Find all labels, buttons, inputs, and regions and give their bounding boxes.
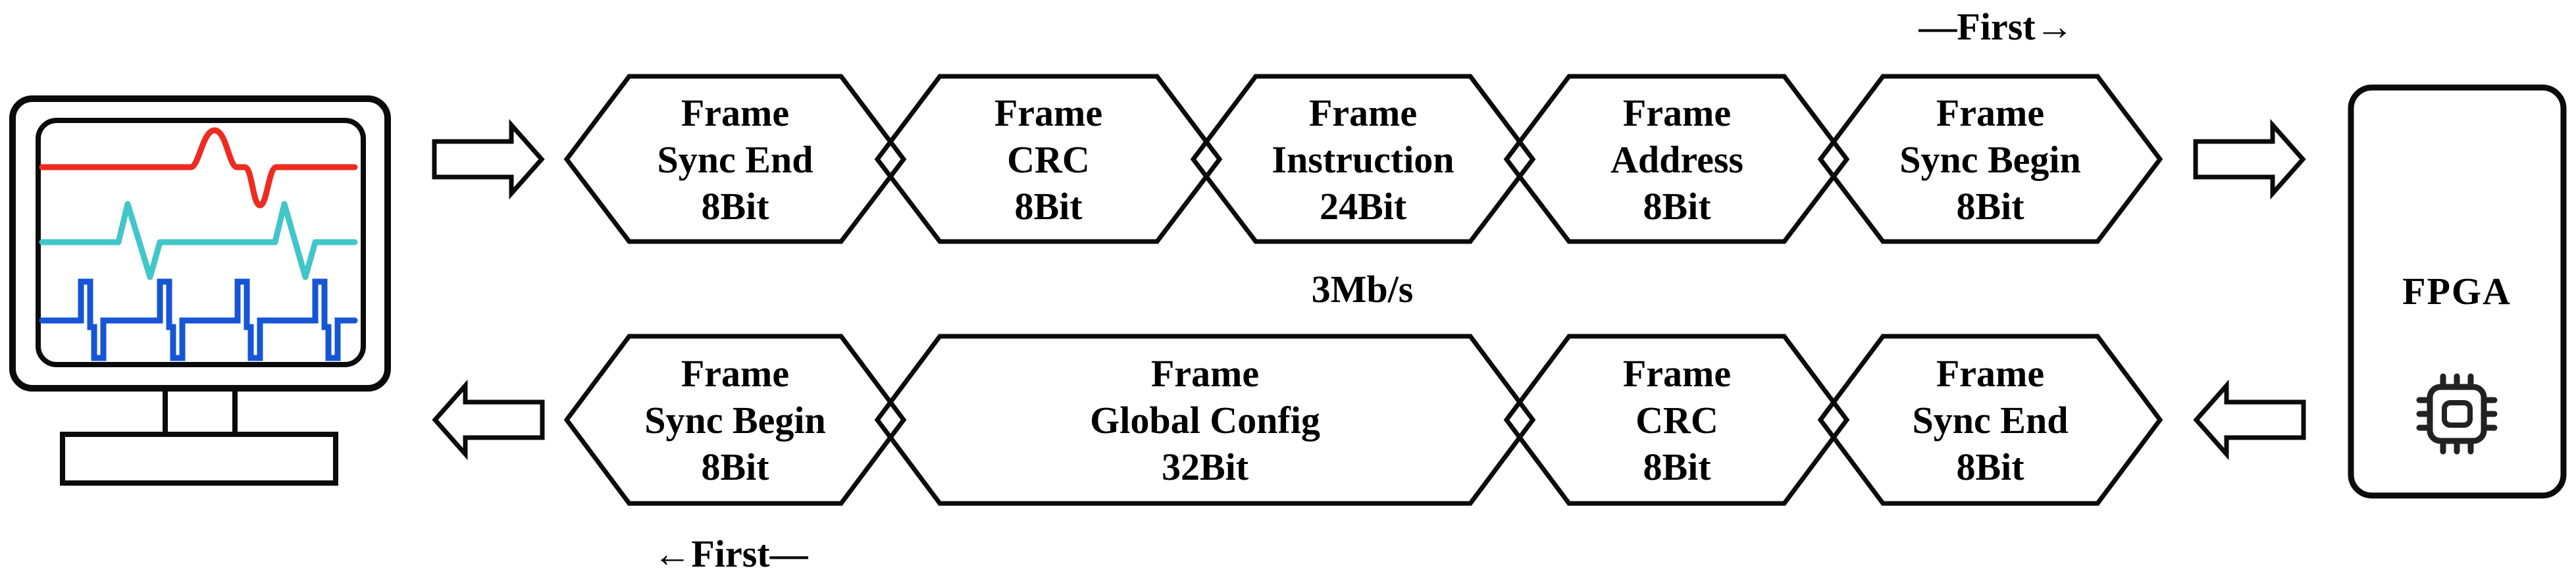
frame-field: CRC [1007,138,1090,181]
frame-hexagon-address-tx [1503,74,1850,244]
frame-label-sync-end-rx: Frame Sync End 8Bit [1852,350,2128,490]
frame-bits: 8Bit [701,446,769,488]
frame-field: Sync Begin [644,399,826,442]
first-direction-label-top: —First→ [1919,5,2074,48]
frame-label-crc-rx: Frame CRC 8Bit [1539,350,1815,490]
frame-title: Frame [994,91,1103,134]
frame-label-global-config-rx: Frame Global Config 32Bit [1067,350,1343,490]
arrow-right-frames-to-fpga-icon [2193,118,2306,200]
frame-label-crc-tx: Frame CRC 8Bit [910,89,1187,230]
frame-hexagon-sync-begin-rx [563,334,907,506]
chip-core-window [2442,400,2473,428]
monitor-stand-base [60,432,338,486]
frame-title: Frame [1308,91,1418,134]
frame-field: Global Config [1090,399,1320,442]
bitrate-label: 3Mb/s [1311,268,1414,311]
frame-field: Instruction [1272,138,1455,181]
frame-field: Sync Begin [1899,138,2081,181]
waveform-red [39,127,358,209]
frame-field: Sync End [657,138,813,181]
frame-bits: 8Bit [1643,446,1711,488]
chip-icon [2416,373,2498,455]
frame-label-address-tx: Frame Address 8Bit [1539,89,1815,230]
frame-bits: 8Bit [1643,185,1711,228]
first-direction-label-bottom: ←First— [653,532,808,575]
frame-label-sync-begin-rx: Frame Sync Begin 8Bit [597,350,873,490]
waveform-blue [39,278,358,361]
frame-hexagon-crc-tx [874,74,1223,244]
frame-bits: 32Bit [1161,446,1249,488]
frame-label-instruction-tx: Frame Instruction 24Bit [1225,89,1501,230]
monitor-stand-neck [163,382,238,439]
frame-hexagon-sync-end-tx [563,74,907,244]
frame-field: Sync End [1912,399,2069,442]
frame-bits: 8Bit [701,185,769,228]
frame-title: Frame [1936,352,2045,395]
arrow-right-monitor-to-frames-icon [432,118,545,200]
frame-hexagon-sync-begin-tx [1817,74,2163,244]
frame-bits: 24Bit [1319,185,1407,228]
frame-title: Frame [1150,352,1260,395]
frame-bits: 8Bit [1014,185,1083,228]
arrow-left-frames-to-monitor-icon [432,379,545,461]
frame-title: Frame [1936,91,2045,134]
frame-hexagon-sync-end-rx [1817,334,2163,506]
frame-hexagon-instruction-tx [1190,74,1536,244]
frame-title: Frame [681,91,790,134]
frame-bits: 8Bit [1956,185,2024,228]
fpga-box [2348,84,2567,499]
frame-title: Frame [681,352,790,395]
waveform-cyan [39,201,358,280]
frame-hexagon-global-config-rx [874,334,1536,506]
frame-hexagon-crc-rx [1503,334,1850,506]
chip-body [2427,384,2487,444]
frame-title: Frame [1622,352,1732,395]
oscilloscope-monitor-icon [9,95,391,486]
frame-bits: 8Bit [1956,446,2024,488]
frame-field: Address [1610,138,1743,181]
frame-label-sync-end-tx: Frame Sync End 8Bit [597,89,873,230]
frame-field: CRC [1636,399,1718,442]
fpga-label: FPGA [2402,270,2512,313]
frame-title: Frame [1622,91,1732,134]
arrow-left-fpga-to-frames-icon [2193,379,2306,461]
frame-label-sync-begin-tx: Frame Sync Begin 8Bit [1852,89,2128,230]
